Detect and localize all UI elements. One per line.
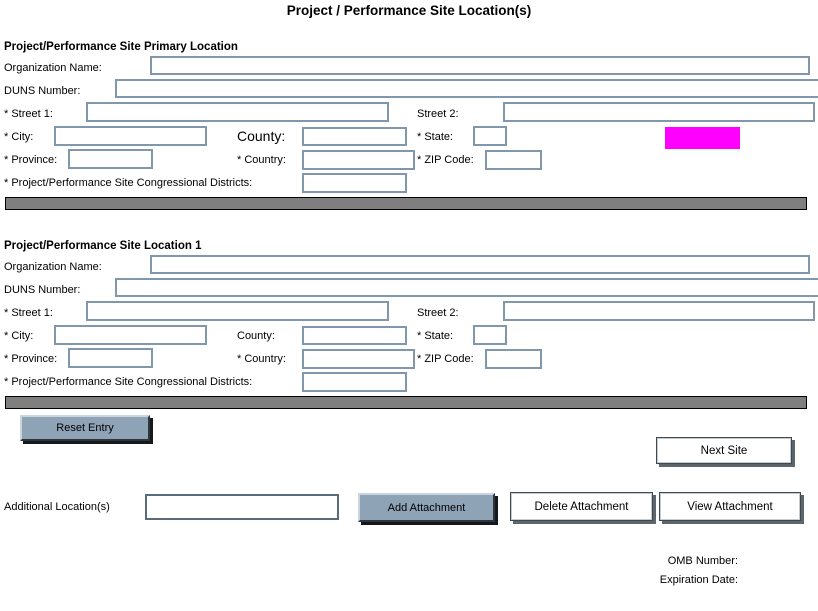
country-input[interactable] [302,349,415,369]
street1-label: * Street 1: [4,108,53,120]
duns-number-input[interactable] [115,79,818,98]
state-label: * State: [417,131,454,143]
additional-locations-attachment-input[interactable] [145,494,339,520]
view-attachment-button[interactable]: View Attachment [659,492,801,521]
location-1-section: Project/Performance Site Location 1 Orga… [0,240,818,412]
delete-attachment-button[interactable]: Delete Attachment [510,492,653,521]
street1-input[interactable] [86,102,389,122]
organization-name-label: Organization Name: [4,62,102,74]
state-input[interactable] [473,126,507,146]
province-input[interactable] [68,348,153,368]
street2-input[interactable] [503,301,815,321]
city-label: * City: [4,330,34,342]
city-input[interactable] [54,325,207,345]
section-divider-bar [5,197,807,210]
country-label: * Country: [237,154,286,166]
county-input[interactable] [302,127,407,146]
county-label: County: [237,128,286,144]
congressional-districts-input[interactable] [302,372,407,392]
street2-label: Street 2: [417,307,459,319]
country-input[interactable] [302,150,415,170]
add-attachment-button[interactable]: Add Attachment [358,493,495,522]
state-label: * State: [417,330,454,342]
zip-code-label: * ZIP Code: [417,353,474,365]
organization-name-label: Organization Name: [4,261,102,273]
street1-label: * Street 1: [4,307,53,319]
section-header-primary: Project/Performance Site Primary Locatio… [4,41,238,53]
section-header-location-1: Project/Performance Site Location 1 [4,240,202,252]
country-label: * Country: [237,353,286,365]
congressional-districts-label: * Project/Performance Site Congressional… [4,177,253,189]
duns-number-input[interactable] [115,278,818,297]
additional-locations-label: Additional Location(s) [4,501,110,513]
county-label: County: [237,330,275,342]
reset-entry-button[interactable]: Reset Entry [20,415,150,441]
province-label: * Province: [4,154,58,166]
next-site-button[interactable]: Next Site [656,437,792,464]
city-input[interactable] [54,126,207,146]
zip-code-input[interactable] [485,150,542,170]
primary-location-section: Project/Performance Site Primary Locatio… [0,41,818,213]
congressional-districts-input[interactable] [302,173,407,193]
state-input[interactable] [473,325,507,345]
zip-code-label: * ZIP Code: [417,154,474,166]
duns-number-label: DUNS Number: [4,85,81,97]
section-divider-bar [5,396,807,409]
city-label: * City: [4,131,34,143]
duns-number-label: DUNS Number: [4,284,81,296]
omb-number-label: OMB Number: [667,555,738,567]
page-title: Project / Performance Site Location(s) [286,3,532,18]
zip-code-input[interactable] [485,349,542,369]
county-input[interactable] [302,326,407,345]
organization-name-input[interactable] [150,255,810,274]
street2-input[interactable] [503,102,815,122]
magenta-highlight-box [665,127,740,149]
street1-input[interactable] [86,301,389,321]
organization-name-input[interactable] [150,56,810,75]
street2-label: Street 2: [417,108,459,120]
province-label: * Province: [4,353,58,365]
congressional-districts-label: * Project/Performance Site Congressional… [4,376,253,388]
expiration-date-label: Expiration Date: [659,574,738,586]
province-input[interactable] [68,149,153,169]
